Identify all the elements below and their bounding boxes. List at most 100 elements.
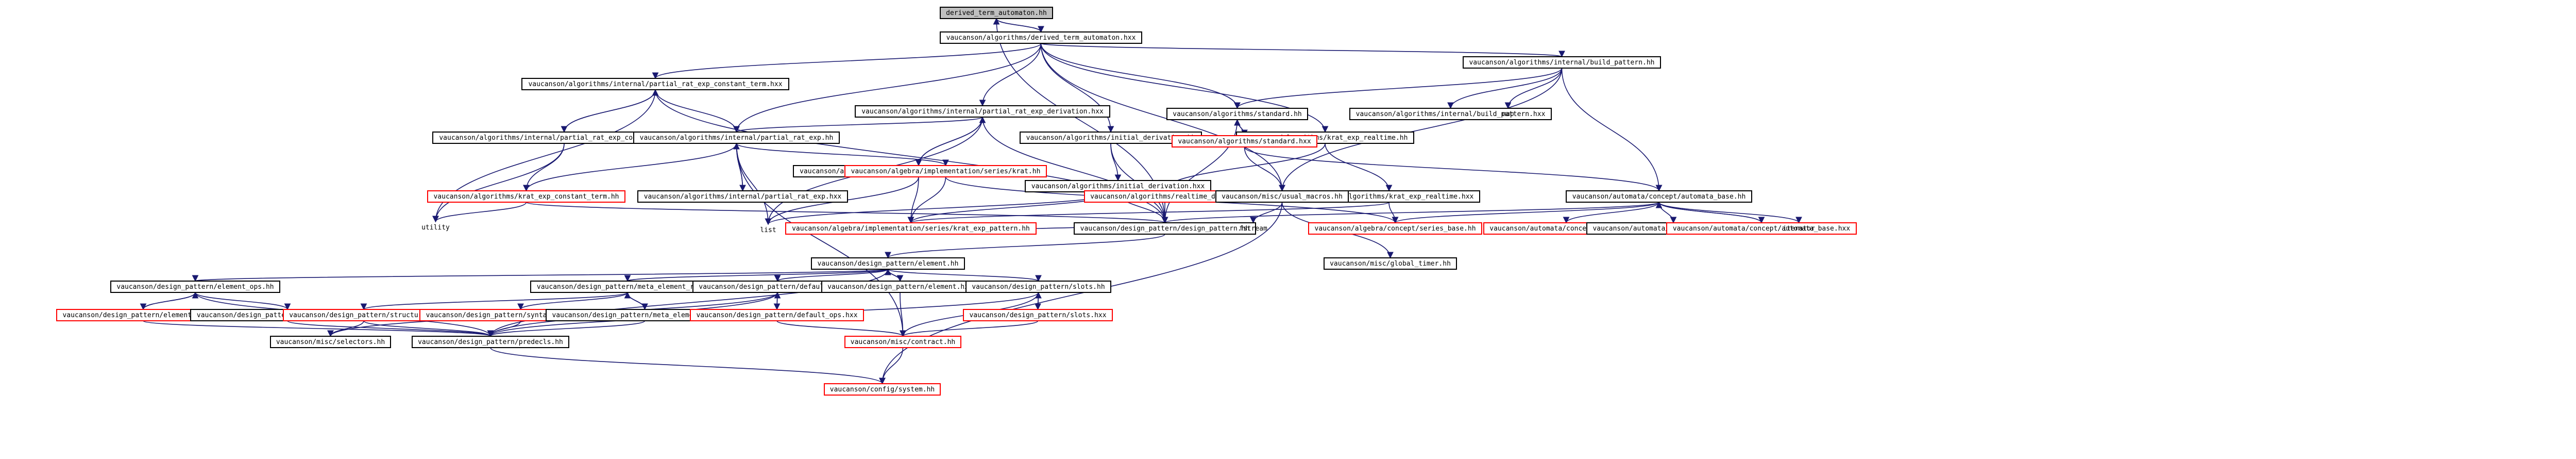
include-edge bbox=[774, 269, 889, 282]
graph-node-n-krat-exp-pattern[interactable]: vaucanson/algebra/implementation/series/… bbox=[785, 222, 1037, 235]
node-box bbox=[940, 7, 1053, 19]
graph-node-n-standard-hh[interactable]: vaucanson/algorithms/standard.hh bbox=[1166, 108, 1308, 120]
graph-node-n-automata-base[interactable]: vaucanson/automata/concept/automata_base… bbox=[1566, 190, 1752, 203]
graph-node-n-contract[interactable]: vaucanson/misc/contract.hh bbox=[844, 336, 961, 348]
include-edge bbox=[1162, 202, 1659, 224]
graph-node-n-usual-macros[interactable]: vaucanson/misc/usual_macros.hh bbox=[1215, 190, 1349, 203]
graph-node-n-initial-deriv-hxx[interactable]: vaucanson/algorithms/initial_derivation.… bbox=[1025, 180, 1211, 192]
node-label: vaucanson/algorithms/initial_derivation.… bbox=[1031, 183, 1205, 190]
node-label: vaucanson/design_pattern/structure.hh bbox=[289, 312, 438, 319]
node-label: vaucanson/algorithms/internal/partial_ra… bbox=[640, 134, 834, 142]
include-edge bbox=[1279, 68, 1563, 192]
node-label: vaucanson/design_pattern/predecls.hh bbox=[418, 338, 563, 346]
graph-node-n-slots-hxx[interactable]: vaucanson/design_pattern/slots.hxx bbox=[963, 309, 1113, 321]
include-edge bbox=[487, 320, 646, 337]
node-box bbox=[1324, 257, 1457, 270]
node-box bbox=[844, 165, 1047, 177]
graph-node-n-utility[interactable]: utility bbox=[421, 224, 450, 232]
graph-node-n-meta-element-root[interactable]: vaucanson/design_pattern/meta_element_ro… bbox=[530, 281, 725, 293]
graph-node-n-standard-hxx[interactable]: vaucanson/algorithms/standard.hxx bbox=[1172, 135, 1317, 147]
graph-node-n-pr-deriv-hxx[interactable]: vaucanson/algorithms/internal/partial_ra… bbox=[855, 105, 1110, 118]
graph-node-n-selectors[interactable]: vaucanson/misc/selectors.hh bbox=[270, 336, 391, 348]
include-edge bbox=[287, 320, 494, 337]
include-edge bbox=[900, 320, 1039, 337]
graph-node-n-predecls[interactable]: vaucanson/design_pattern/predecls.hh bbox=[412, 336, 569, 348]
node-label: vaucanson/design_pattern/element.hxx bbox=[827, 283, 973, 291]
graph-node-n-partial-rat-exp-hxx[interactable]: vaucanson/algorithms/internal/partial_ra… bbox=[637, 190, 848, 203]
include-edge bbox=[1244, 146, 1663, 192]
graph-node-n-element-hxx[interactable]: vaucanson/design_pattern/element.hxx bbox=[821, 281, 979, 293]
node-label: vaucanson/design_pattern/element.hh bbox=[818, 260, 959, 268]
include-edge bbox=[655, 89, 740, 133]
node-box bbox=[844, 336, 961, 348]
node-label: vaucanson/algorithms/derived_term_automa… bbox=[946, 34, 1136, 42]
graph-node-n-realtime-decl[interactable]: vaucanson/algorithms/realtime_decl.hh bbox=[1084, 190, 1246, 203]
graph-node-n-slots[interactable]: vaucanson/design_pattern/slots.hh bbox=[965, 281, 1111, 293]
node-label: vaucanson/design_pattern/element_ops.hxx bbox=[62, 312, 224, 319]
graph-node-n-map[interactable]: map bbox=[1502, 110, 1514, 118]
include-edge bbox=[907, 176, 946, 224]
include-edge bbox=[1658, 202, 1802, 224]
node-box bbox=[811, 257, 965, 270]
include-edge bbox=[918, 116, 986, 166]
node-box bbox=[1172, 135, 1317, 147]
include-edge bbox=[736, 143, 772, 225]
node-label: vaucanson/algorithms/internal/build_patt… bbox=[1356, 110, 1546, 118]
include-edge bbox=[907, 176, 919, 224]
graph-node-root[interactable]: derived_term_automaton.hh bbox=[940, 7, 1053, 19]
node-label: iterator bbox=[1783, 225, 1815, 233]
graph-node-n-derived[interactable]: vaucanson/algorithms/derived_term_automa… bbox=[940, 31, 1142, 44]
include-edge bbox=[885, 234, 1165, 259]
include-edge bbox=[624, 269, 889, 282]
node-label: utility bbox=[421, 224, 450, 232]
graph-node-n-pr-const-hh[interactable]: vaucanson/algorithms/internal/partial_ra… bbox=[432, 132, 696, 144]
graph-node-n-initial-deriv-hh[interactable]: vaucanson/algorithms/initial_derivation.… bbox=[1020, 132, 1202, 144]
include-edge bbox=[1250, 202, 1283, 224]
node-label: vaucanson/automata/concept/automata_base… bbox=[1673, 225, 1851, 233]
graph-node-n-element[interactable]: vaucanson/design_pattern/element.hh bbox=[811, 257, 965, 270]
node-box bbox=[963, 309, 1113, 321]
node-label: derived_term_automaton.hh bbox=[946, 9, 1047, 17]
graph-node-n-list[interactable]: list bbox=[760, 226, 776, 234]
node-label: vaucanson/algebra/concept/series_base.hh bbox=[1314, 225, 1476, 233]
graph-node-n-iterator[interactable]: iterator bbox=[1783, 225, 1815, 233]
graph-node-n-element-ops[interactable]: vaucanson/design_pattern/element_ops.hh bbox=[110, 281, 280, 293]
graph-node-n-series-base[interactable]: vaucanson/algebra/concept/series_base.hh bbox=[1308, 222, 1482, 235]
node-layer: derived_term_automaton.hh vaucanson/algor… bbox=[56, 7, 1857, 396]
node-box bbox=[270, 336, 391, 348]
node-label: vaucanson/algebra/implementation/series/… bbox=[792, 225, 1030, 233]
node-box bbox=[940, 31, 1142, 44]
node-label: map bbox=[1502, 110, 1514, 118]
include-edge bbox=[432, 143, 565, 223]
node-label: vaucanson/algorithms/internal/partial_ra… bbox=[528, 80, 782, 88]
graph-node-n-design-pattern[interactable]: vaucanson/design_pattern/design_pattern.… bbox=[1074, 222, 1256, 235]
graph-node-n-config-system[interactable]: vaucanson/config/system.hh bbox=[824, 383, 941, 396]
include-edge bbox=[1325, 143, 1393, 192]
include-edge bbox=[993, 18, 1042, 32]
graph-node-n-automata-base-hxx[interactable]: vaucanson/automata/concept/automata_base… bbox=[1666, 222, 1857, 235]
include-edge bbox=[360, 292, 628, 310]
graph-node-n-element-ops-hxx[interactable]: vaucanson/design_pattern/element_ops.hxx bbox=[56, 309, 230, 321]
graph-node-n-fstream[interactable]: fstream bbox=[1239, 225, 1267, 233]
graph-node-n-build-pattern-hxx[interactable]: vaucanson/algorithms/internal/build_patt… bbox=[1349, 108, 1552, 120]
node-label: vaucanson/automata/concept/automata_base… bbox=[1572, 193, 1746, 201]
graph-node-n-build-pattern[interactable]: vaucanson/algorithms/internal/build_patt… bbox=[1463, 56, 1661, 69]
graph-node-n-global-timer[interactable]: vaucanson/misc/global_timer.hh bbox=[1324, 257, 1457, 270]
node-label: vaucanson/design_pattern/default_ops.hxx bbox=[696, 312, 857, 319]
graph-node-n-impl-series-krat[interactable]: vaucanson/algebra/implementation/series/… bbox=[844, 165, 1047, 177]
graph-node-n-pr-const-hxx[interactable]: vaucanson/algorithms/internal/partial_ra… bbox=[521, 78, 789, 90]
include-edge bbox=[143, 320, 494, 337]
graph-node-n-partial-rat-exp[interactable]: vaucanson/algorithms/internal/partial_ra… bbox=[633, 132, 840, 144]
node-label: vaucanson/design_pattern/meta_element_ro… bbox=[537, 283, 718, 291]
graph-node-n-default-ops-hxx[interactable]: vaucanson/design_pattern/default_ops.hxx bbox=[690, 309, 864, 321]
include-edge bbox=[1040, 43, 1241, 109]
node-box bbox=[1463, 56, 1661, 69]
node-label: vaucanson/algorithms/internal/build_patt… bbox=[1469, 59, 1654, 67]
graph-node-n-structure[interactable]: vaucanson/design_pattern/structure.hh bbox=[283, 309, 445, 321]
node-label: vaucanson/config/system.hh bbox=[830, 386, 935, 394]
graph-node-n-default-ops[interactable]: vaucanson/design_pattern/default_ops.hh bbox=[692, 281, 862, 293]
graph-node-n-krat-const-hh[interactable]: vaucanson/algorithms/krat_exp_constant_t… bbox=[427, 190, 625, 203]
include-edge bbox=[363, 320, 494, 337]
include-edge bbox=[1392, 202, 1659, 224]
